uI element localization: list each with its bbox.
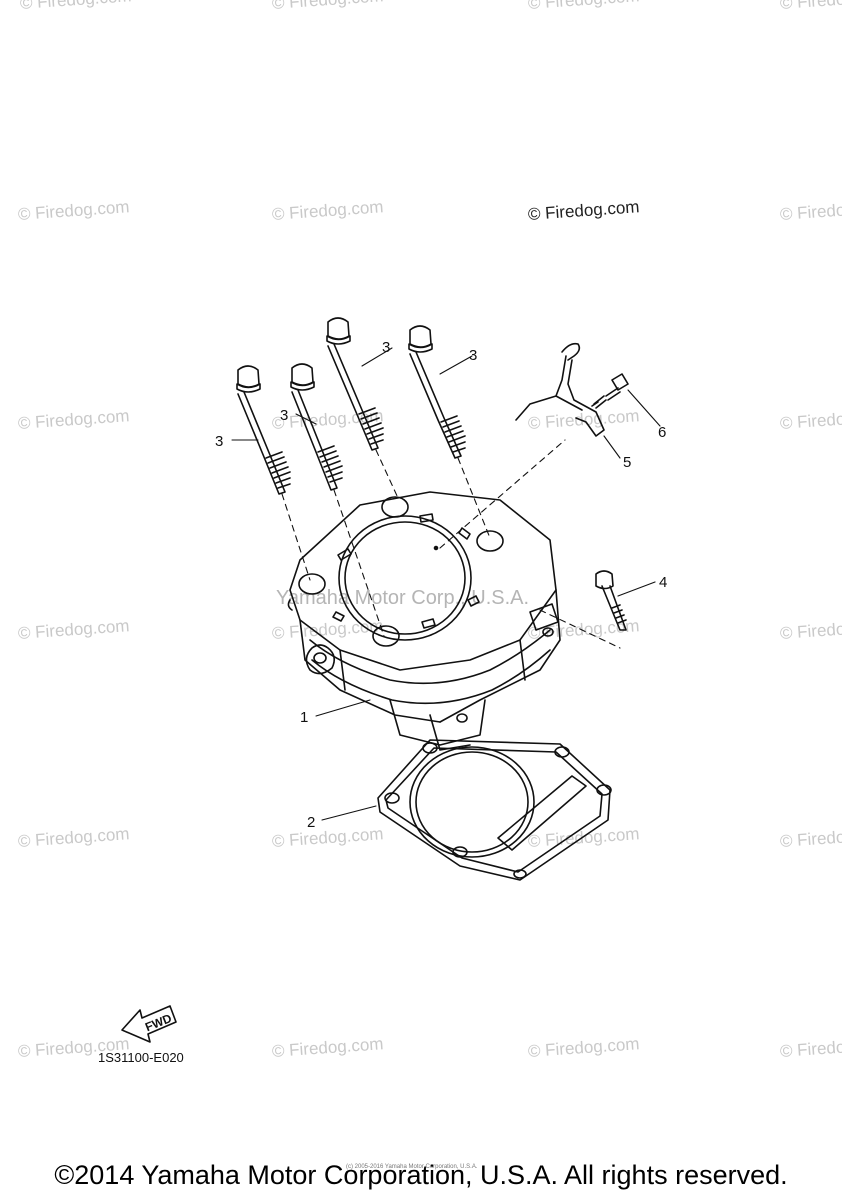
callout-3: 3 (469, 347, 477, 364)
cylinder-bolt (236, 365, 291, 495)
callout-3: 3 (280, 407, 288, 424)
tiny-copyright-note: (c) 2005-2016 Yamaha Motor Corporation, … (346, 1164, 478, 1170)
callout-3: 3 (382, 339, 390, 356)
small-bolt (595, 570, 627, 631)
fwd-label: FWD (143, 1011, 174, 1034)
screw (591, 373, 629, 409)
callout-3: 3 (215, 433, 223, 450)
cylinder-gasket (377, 739, 612, 881)
cylinder-body (287, 491, 561, 751)
leader-lines (231, 347, 661, 821)
hose-guide-bracket (515, 342, 605, 437)
cylinder-bolt (326, 317, 384, 451)
callout-6: 6 (658, 424, 666, 441)
copyright-notice: ©2014 Yamaha Motor Corporation, U.S.A. A… (54, 1160, 788, 1190)
diagram-part-code: 1S31100-E020 (98, 1050, 184, 1065)
cylinder-bolt (408, 325, 466, 459)
callout-5: 5 (623, 454, 631, 471)
cylinder-bolt (290, 363, 343, 491)
fwd-arrow-icon (121, 1005, 177, 1043)
callout-2: 2 (307, 814, 315, 831)
callout-4: 4 (659, 574, 667, 591)
callout-1: 1 (300, 709, 308, 726)
